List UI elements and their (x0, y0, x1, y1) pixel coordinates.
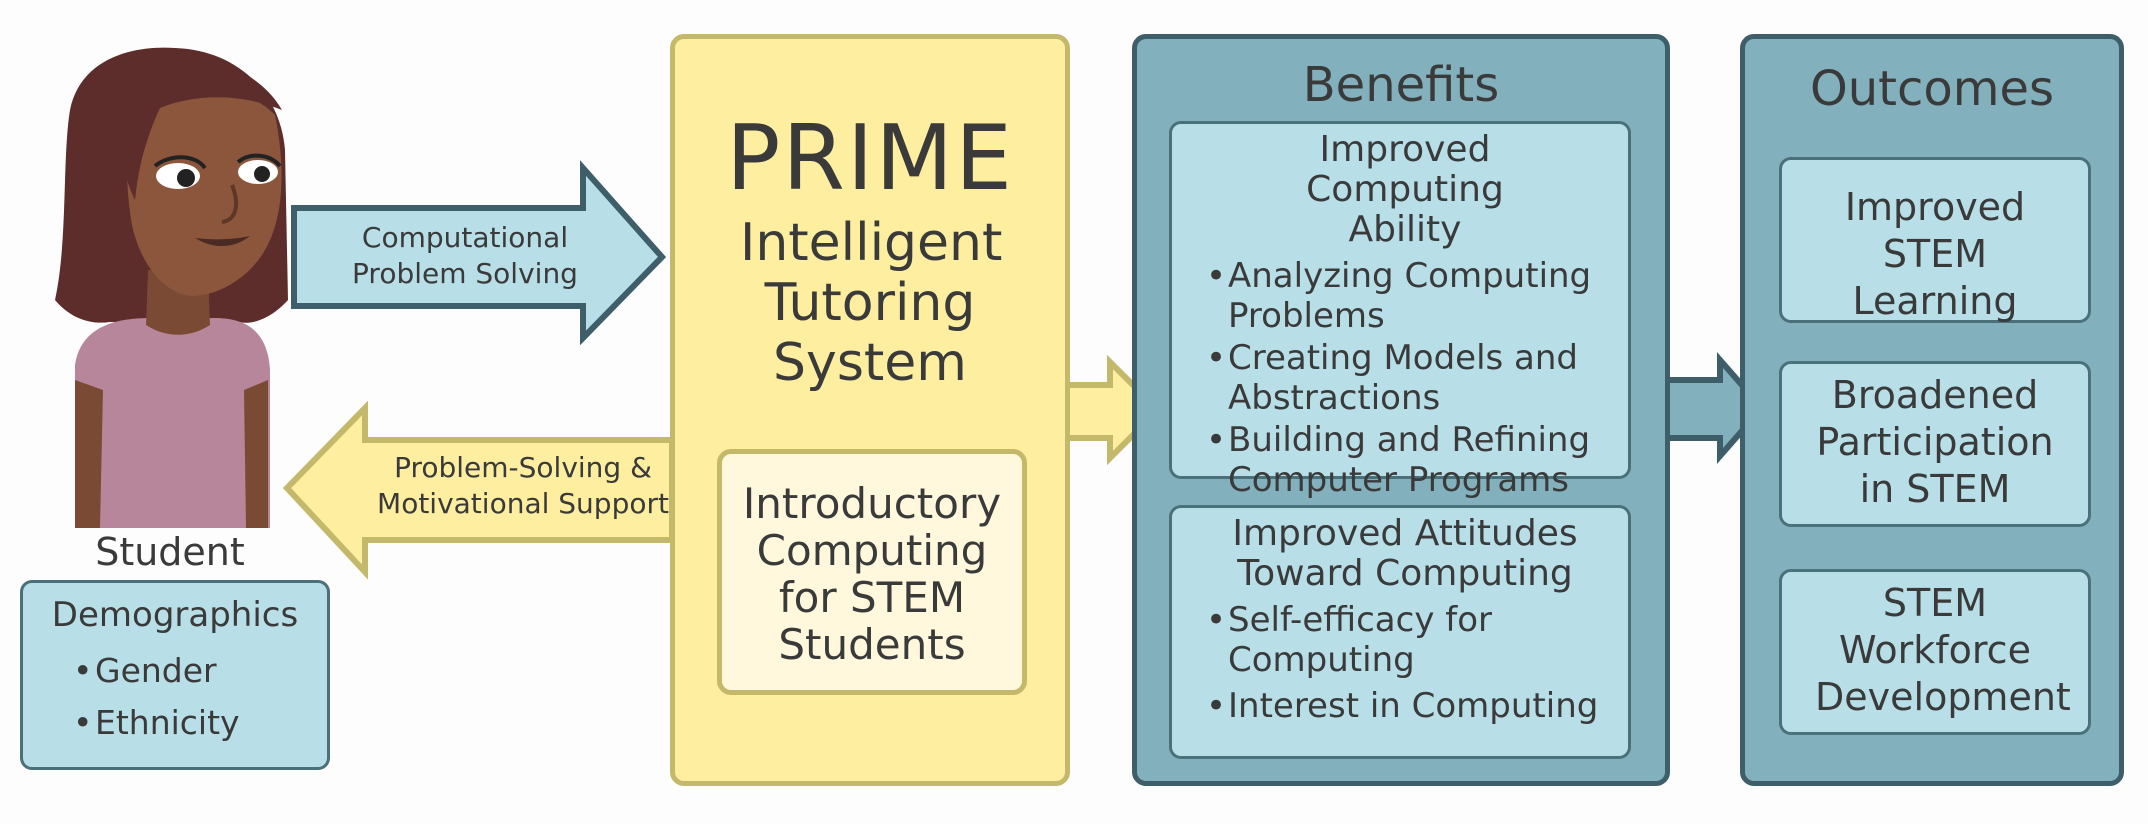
demographics-title: Demographics (51, 595, 299, 635)
arrow-to-system (291, 160, 667, 346)
demographics-list: Gender Ethnicity (69, 645, 327, 749)
outcome-label: Improved STEM Learning (1844, 185, 2026, 323)
student-avatar-icon (55, 47, 288, 528)
outcome-label: Broadened Participation in STEM (1816, 373, 2054, 511)
prime-title: PRIME (726, 106, 1014, 211)
ability-list: Analyzing Computing Problems Creating Mo… (1202, 256, 1608, 500)
ability-title: Improved Computing Ability (1306, 129, 1504, 250)
benefits-title: Benefits (1302, 57, 1500, 113)
arrow-to-system-label: Computational Problem Solving (352, 221, 578, 290)
ability-item: Building and Refining Computer Programs (1202, 420, 1608, 500)
outcome-box: Broadened Participation in STEM (1779, 361, 2091, 527)
prime-system-box: PRIME Intelligent Tutoring System Introd… (670, 34, 1070, 786)
ability-item: Analyzing Computing Problems (1202, 256, 1608, 336)
ability-item: Creating Models and Abstractions (1202, 338, 1608, 418)
demographics-box: Demographics Gender Ethnicity (20, 580, 330, 770)
arrow-to-student-label: Problem-Solving & Motivational Support (377, 451, 669, 520)
outcome-label: STEM Workforce Development (1815, 581, 2071, 719)
benefits-panel: Benefits Improved Computing Ability Anal… (1132, 34, 1670, 786)
outcome-box: Improved STEM Learning (1779, 157, 2091, 323)
demographic-item: Gender (69, 645, 327, 697)
outcomes-panel: Outcomes Improved STEM Learning Broadene… (1740, 34, 2124, 786)
ability-box: Improved Computing Ability Analyzing Com… (1169, 121, 1631, 500)
attitudes-list: Self-efficacy for Computing Interest in … (1202, 600, 1608, 726)
outcome-box: STEM Workforce Development (1779, 569, 2091, 735)
outcomes-title: Outcomes (1809, 61, 2055, 117)
arrow-to-student (282, 400, 675, 580)
student-label: Student (95, 530, 245, 574)
course-box: Introductory Computing for STEM Students (717, 449, 1027, 695)
course-label: Introductory Computing for STEM Students (742, 479, 1002, 669)
prime-subtitle: Intelligent Tutoring System (740, 213, 1003, 393)
demographic-item: Ethnicity (69, 697, 327, 749)
attitudes-title: Improved Attitudes Toward Computing (1232, 513, 1578, 594)
attitudes-box: Improved Attitudes Toward Computing Self… (1169, 505, 1631, 759)
attitudes-item: Self-efficacy for Computing (1202, 600, 1518, 680)
attitudes-item: Interest in Computing (1202, 686, 1608, 726)
